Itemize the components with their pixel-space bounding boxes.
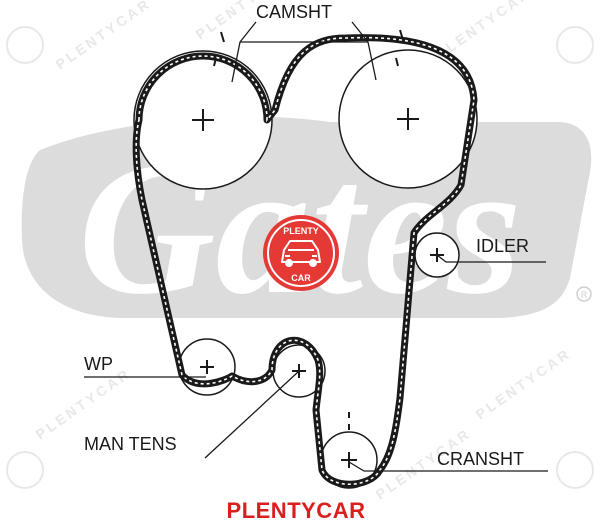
camshaft-right-center bbox=[397, 108, 419, 130]
plentycar-badge: PLENTY CAR bbox=[263, 215, 339, 291]
svg-text:R: R bbox=[581, 290, 588, 300]
crankshaft-label: CRANSHT bbox=[437, 449, 524, 469]
idler-label: IDLER bbox=[476, 236, 529, 256]
camshaft-leader-right bbox=[351, 21, 377, 81]
tensioner-leader bbox=[204, 371, 299, 459]
car-icon bbox=[281, 240, 321, 267]
crankshaft-center bbox=[341, 452, 357, 468]
camshaft-label: CAMSHT bbox=[256, 2, 332, 22]
badge-top-text: PLENTY bbox=[283, 226, 319, 236]
crankshaft-leader bbox=[348, 461, 548, 472]
watermark-circles bbox=[6, 26, 594, 489]
water-pump-center bbox=[200, 360, 214, 374]
idler-leader bbox=[436, 254, 546, 263]
camshaft-leader-left bbox=[231, 21, 257, 83]
leader-lines bbox=[84, 21, 548, 472]
manual-tensioner-label: MAN TENS bbox=[84, 434, 177, 454]
pulley-centers bbox=[192, 108, 444, 468]
svg-text:PLENTYCAR: PLENTYCAR bbox=[473, 345, 574, 423]
badge-bottom-text: CAR bbox=[291, 273, 311, 283]
camshaft-left-center bbox=[192, 109, 214, 131]
belt-teeth bbox=[135, 36, 475, 486]
badge-circle bbox=[263, 215, 339, 291]
timing-marks bbox=[213, 29, 404, 430]
tensioner-center bbox=[292, 364, 306, 378]
water-pump-label: WP bbox=[84, 354, 113, 374]
brand-caption: PLENTYCAR bbox=[227, 498, 366, 523]
svg-text:PLENTYCAR: PLENTYCAR bbox=[53, 0, 154, 72]
